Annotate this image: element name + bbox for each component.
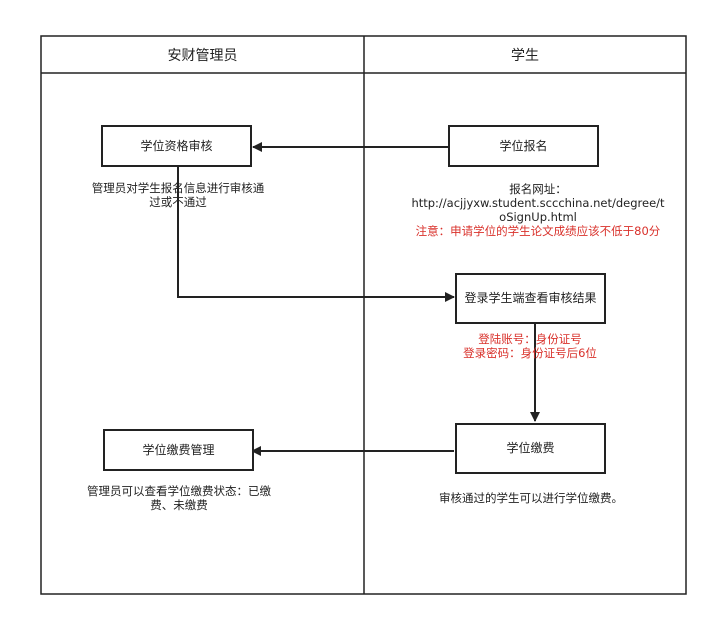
login-password: 登录密码：身份证号后6位 [463, 346, 597, 360]
registration-url: http://acjjyxw.student.sccchina.net/degr… [411, 196, 665, 224]
note-registration: 报名网址： http://acjjyxw.student.sccchina.ne… [388, 182, 688, 238]
lane-header-student: 学生 [511, 47, 539, 64]
registration-warning: 注意：申请学位的学生论文成绩应该不低于80分 [415, 224, 661, 238]
lane-header-admin: 安财管理员 [167, 47, 238, 64]
node-qualification-review: 学位资格审核 [101, 125, 252, 167]
login-account: 登陆账号：身份证号 [478, 332, 582, 346]
note-management: 管理员可以查看学位缴费状态：已缴费、未缴费 [87, 484, 271, 512]
note-payment: 审核通过的学生可以进行学位缴费。 [439, 491, 623, 505]
node-degree-payment: 学位缴费 [455, 423, 606, 474]
arrow-review-to-login [177, 167, 455, 302]
note-login-credentials: 登陆账号：身份证号 登录密码：身份证号后6位 [420, 332, 640, 360]
note-review: 管理员对学生报名信息进行审核通过或不通过 [91, 181, 265, 209]
node-payment-management: 学位缴费管理 [103, 429, 254, 471]
registration-url-label: 报名网址： [509, 182, 567, 196]
node-degree-registration: 学位报名 [448, 125, 599, 167]
node-login-check-result: 登录学生端查看审核结果 [455, 273, 606, 324]
